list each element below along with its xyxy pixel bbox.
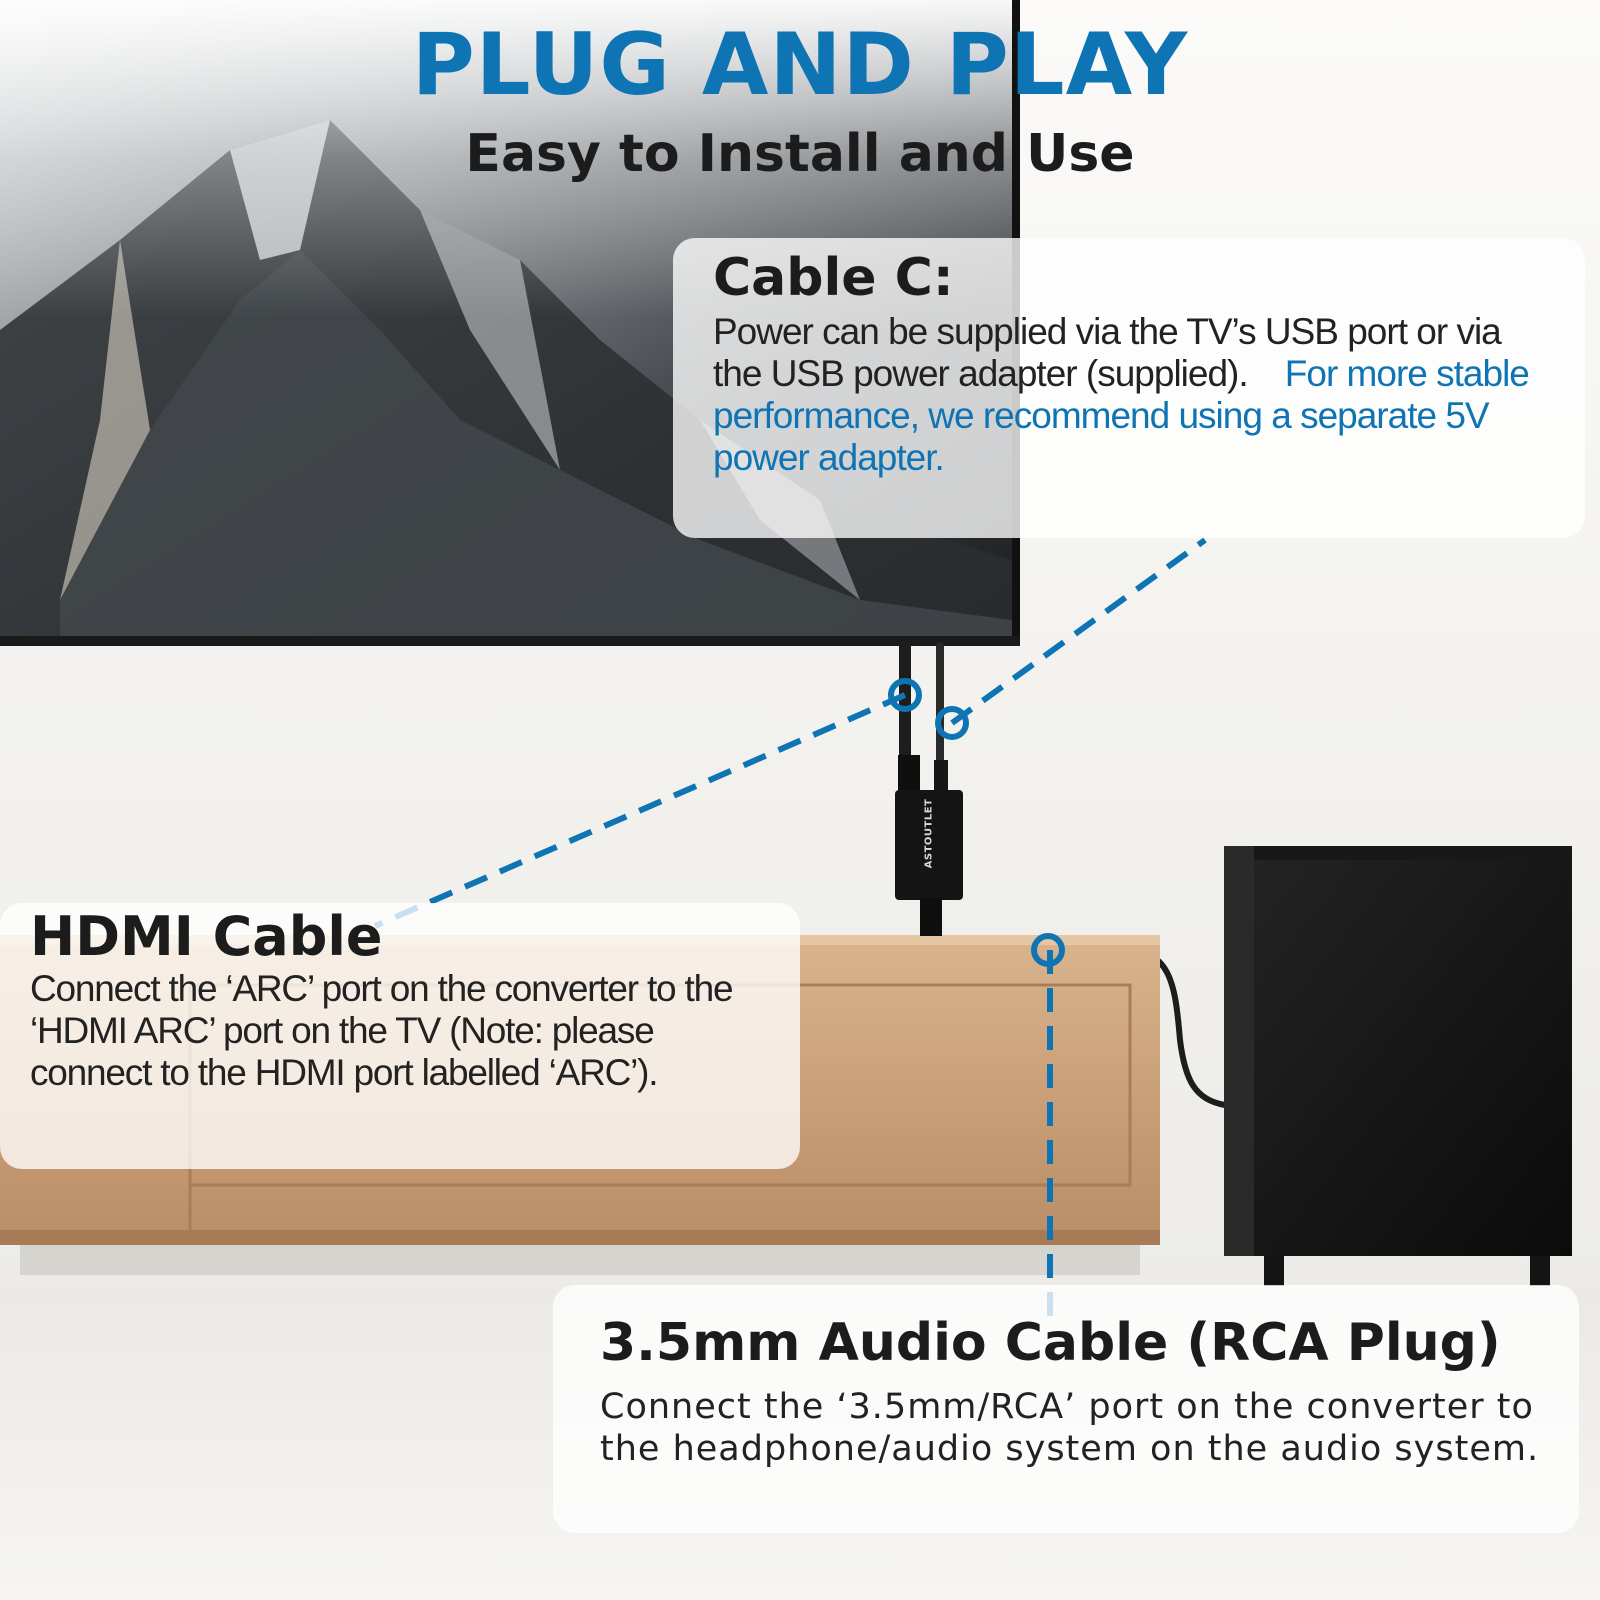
hdmi-cable-callout: HDMI Cable Connect the ‘ARC’ port on the… <box>0 903 800 1169</box>
hdmi-cable-description: Connect the ‘ARC’ port on the converter … <box>30 968 734 1094</box>
cable-c-heading: Cable C: <box>713 248 954 308</box>
cable-c-text: Power can be supplied via the TV’s USB p… <box>713 311 1502 395</box>
audio-port-marker <box>1031 933 1065 967</box>
page-subtitle: Easy to Install and Use <box>465 124 1135 184</box>
connection-markers <box>888 678 1065 967</box>
hdmi-port-marker <box>888 678 922 712</box>
power-port-marker <box>935 706 969 740</box>
audio-cable-heading: 3.5mm Audio Cable (RCA Plug) <box>600 1313 1501 1373</box>
audio-cable-description: Connect the ‘3.5mm/RCA’ port on the conv… <box>600 1387 1540 1470</box>
cable-c-highlight: For more stable performance, we recommen… <box>713 353 1530 479</box>
leader-lines <box>373 537 1207 1325</box>
cable-c-callout: Cable C: Power can be supplied via the T… <box>673 238 1585 538</box>
converter-brand-label: ASTOUTLET <box>923 798 935 869</box>
audio-cable-callout: 3.5mm Audio Cable (RCA Plug) Connect the… <box>553 1285 1579 1533</box>
hdmi-cable-heading: HDMI Cable <box>30 905 383 968</box>
page-title: PLUG AND PLAY <box>411 15 1189 115</box>
subwoofer <box>1224 846 1572 1286</box>
cable-c-description: Power can be supplied via the TV’s USB p… <box>713 311 1545 479</box>
converter-device <box>895 755 963 936</box>
